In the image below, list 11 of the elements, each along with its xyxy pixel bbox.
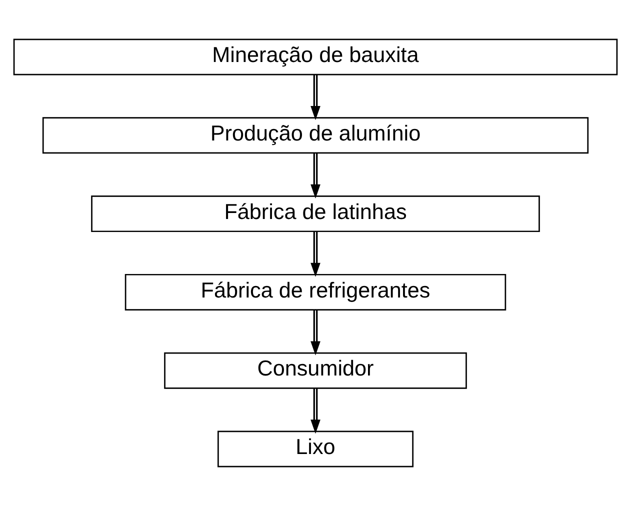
- node-box: Fábrica de refrigerantes: [124, 273, 506, 310]
- arrow: [310, 74, 320, 120]
- arrow: [310, 231, 320, 276]
- node-box: Fábrica de latinhas: [91, 195, 540, 232]
- node-box: Produção de alumínio: [42, 116, 589, 154]
- arrow: [310, 152, 320, 198]
- arrow: [310, 388, 320, 434]
- node-box: Mineração de bauxita: [13, 38, 618, 75]
- arrow: [310, 309, 320, 355]
- node-box: Lixo: [217, 430, 414, 467]
- node-box: Consumidor: [164, 352, 467, 388]
